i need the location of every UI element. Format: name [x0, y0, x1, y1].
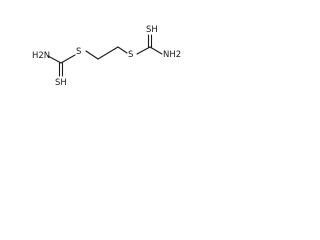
- bond-c1-s1: [60, 54, 76, 64]
- bond-s1-c2: [85, 50, 99, 60]
- atom-right-sulfur: S: [128, 50, 133, 60]
- bond-c2-c3: [97, 46, 119, 60]
- bond-s2-c4: [136, 46, 151, 55]
- bond-c4-n2: [149, 46, 163, 55]
- bond-c1-n1: [47, 55, 62, 64]
- bond-c3-s2: [117, 46, 128, 54]
- atom-right-amine: NH2: [163, 50, 181, 60]
- atom-right-thiol: SH: [146, 25, 158, 35]
- atom-left-amine: H2N: [32, 51, 50, 61]
- structural-formula: H2N S SH S SH NH2: [32, 25, 181, 88]
- atom-left-thiol: SH: [55, 78, 67, 88]
- atom-left-sulfur: S: [76, 47, 81, 57]
